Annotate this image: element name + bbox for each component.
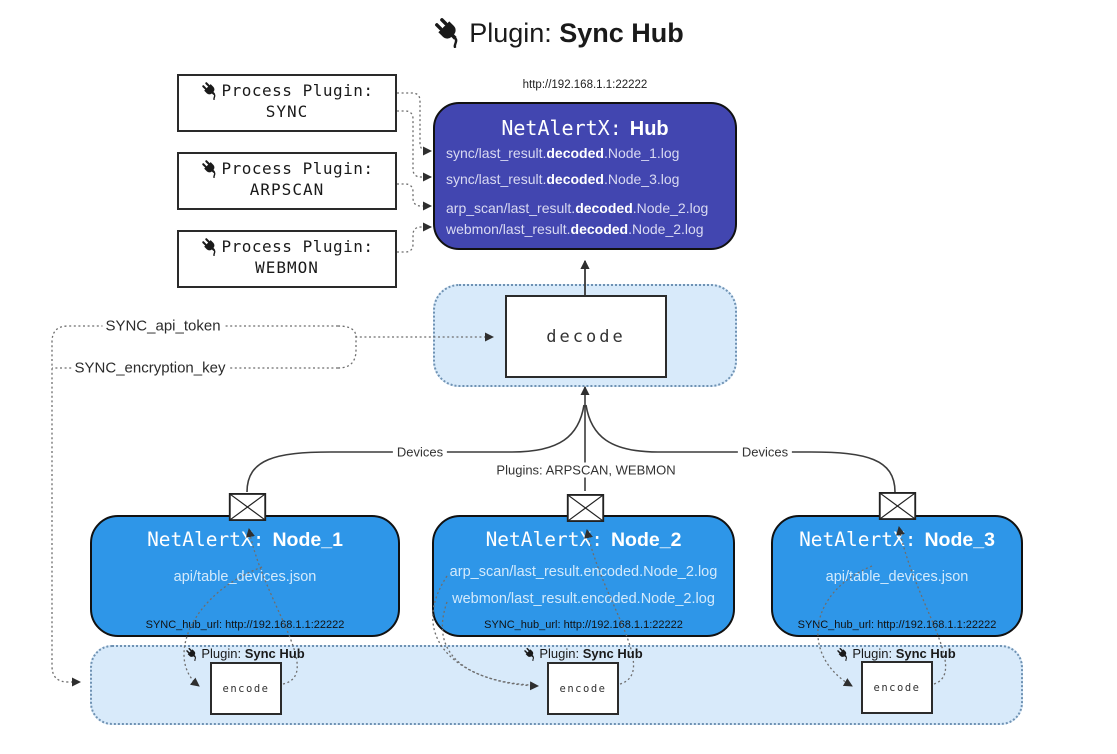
page-title-prefix: Plugin: (469, 18, 552, 48)
sync-api-token-label: SYNC_api_token (102, 317, 224, 335)
page-title: Plugin: Sync Hub (0, 16, 1117, 49)
plug-icon (201, 237, 220, 256)
plug-icon (523, 647, 537, 661)
node-title: NetAlertX:Node_3 (799, 528, 995, 551)
hub-log-line: arp_scan/last_result.decoded.Node_2.log (446, 200, 709, 216)
node-file: api/table_devices.json (825, 569, 969, 585)
hub-log-line: sync/last_result.decoded.Node_3.log (446, 171, 680, 187)
process-plugin-name: SYNC (265, 102, 309, 121)
node-file: api/table_devices.json (173, 569, 317, 585)
node-title: NetAlertX:Node_1 (147, 528, 343, 551)
process-plugin-label: Process Plugin: (221, 159, 374, 178)
process-plugin-label: Process Plugin: (221, 237, 374, 256)
process-plugin-label: Process Plugin: (221, 81, 374, 100)
page-title-name: Sync Hub (559, 18, 684, 48)
process-plugin-box-arpscan: Process Plugin: ARPSCAN (177, 152, 397, 210)
decode-box: decode (505, 295, 667, 378)
hub-url-label: http://192.168.1.1:22222 (522, 79, 648, 91)
plug-icon (201, 81, 220, 100)
node-file: arp_scan/last_result.encoded.Node_2.log (449, 564, 718, 580)
hub-log-line: sync/last_result.decoded.Node_1.log (446, 145, 680, 161)
hub-box: NetAlertX: Hub sync/last_result.decoded.N… (433, 102, 737, 250)
encode-box: encode (210, 662, 282, 715)
edge-label-plugins-mid: Plugins: ARPSCAN, WEBMON (492, 462, 680, 478)
process-plugin-name: ARPSCAN (249, 180, 325, 199)
process-plugin-box-sync: Process Plugin: SYNC (177, 74, 397, 132)
process-plugin-name: WEBMON (255, 258, 319, 277)
sync-encryption-key-label: SYNC_encryption_key (71, 359, 229, 377)
node-hub-url: SYNC_hub_url: http://192.168.1.1:22222 (484, 619, 683, 631)
hub-title-name: Hub (629, 118, 669, 140)
node-box-node1: NetAlertX:Node_1 api/table_devices.json … (90, 515, 400, 637)
node-hub-url: SYNC_hub_url: http://192.168.1.1:22222 (145, 619, 345, 631)
plug-icon (201, 159, 220, 178)
encoder-label: Plugin: Sync Hub (185, 646, 305, 661)
hub-log-line: webmon/last_result.decoded.Node_2.log (446, 221, 704, 237)
node-box-node2: NetAlertX:Node_2 arp_scan/last_result.en… (432, 515, 735, 637)
node-file: webmon/last_result.encoded.Node_2.log (452, 591, 715, 607)
encoder-label: Plugin: Sync Hub (523, 646, 643, 661)
node-title: NetAlertX:Node_2 (485, 528, 682, 551)
edge-label-devices-left: Devices (392, 444, 448, 460)
plug-icon (433, 16, 465, 48)
encoder-label: Plugin: Sync Hub (836, 646, 956, 661)
plug-icon (185, 647, 199, 661)
process-plugin-box-webmon: Process Plugin: WEBMON (177, 230, 397, 288)
node-hub-url: SYNC_hub_url: http://192.168.1.1:22222 (797, 619, 997, 631)
hub-title: NetAlertX: Hub (435, 116, 735, 141)
node-box-node3: NetAlertX:Node_3 api/table_devices.json … (771, 515, 1023, 637)
edge-label-devices-right: Devices (737, 444, 793, 460)
hub-title-prefix: NetAlertX: (501, 116, 622, 140)
encode-box: encode (861, 661, 933, 714)
plug-icon (836, 647, 850, 661)
encode-box: encode (547, 662, 619, 715)
